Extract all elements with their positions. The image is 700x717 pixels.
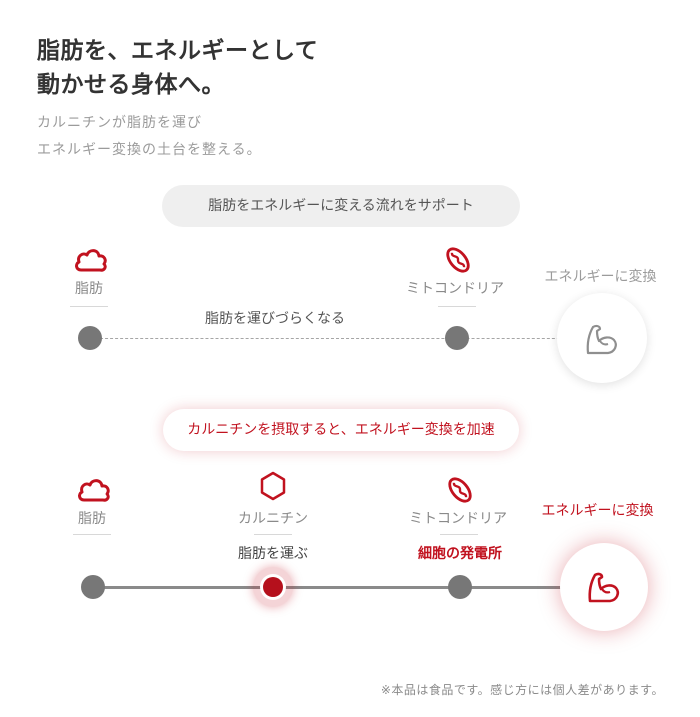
footnote: ※本品は食品です。感じ方には個人差があります。 xyxy=(380,683,664,697)
flexed-arm-icon xyxy=(586,324,617,355)
section2-mito-dot xyxy=(448,575,472,599)
section1-fat-label: 脂肪 xyxy=(75,281,103,297)
mitochondria-bean-icon xyxy=(446,247,470,273)
section1-fat-node xyxy=(73,244,109,280)
cloud-icon xyxy=(78,479,110,502)
section1-badge: 脂肪をエネルギーに変える流れをサポート xyxy=(162,185,520,227)
section2-fat-label: 脂肪 xyxy=(78,511,106,527)
section2-carnitine-node xyxy=(257,470,289,506)
section2-mito-text: 細胞の発電所 xyxy=(418,546,502,562)
section1-energy-circle xyxy=(557,293,647,383)
section2-carnitine-text: 脂肪を運ぶ xyxy=(238,546,308,562)
section2-fat-underline xyxy=(73,534,111,535)
title-line-2: 動かせる身体へ。 xyxy=(37,72,225,98)
section2-fat-dot xyxy=(81,575,105,599)
mitochondria-bean-icon xyxy=(448,477,472,503)
cloud-icon xyxy=(75,249,107,272)
flexed-arm-icon xyxy=(588,572,620,603)
section2-solid-line xyxy=(93,586,593,589)
section2-fat-node xyxy=(76,474,112,510)
section1-fat-underline xyxy=(70,306,108,307)
subtitle-line-2: エネルギー変換の土台を整える。 xyxy=(37,142,262,158)
page-title: 脂肪を、エネルギーとして 動かせる身体へ。 xyxy=(37,34,318,102)
section2-mito-underline xyxy=(440,534,478,535)
page-subtitle: カルニチンが脂肪を運び エネルギー変換の土台を整える。 xyxy=(37,110,262,164)
section1-fat-dot xyxy=(78,326,102,350)
section1-mito-dot xyxy=(445,326,469,350)
section2-carnitine-dot xyxy=(263,577,283,597)
title-line-1: 脂肪を、エネルギーとして xyxy=(37,38,319,64)
section2-badge: カルニチンを摂取すると、エネルギー変換を加速 xyxy=(163,409,519,451)
hexagon-icon xyxy=(260,471,286,501)
section1-dashed-line xyxy=(90,338,590,339)
section1-mito-underline xyxy=(438,306,476,307)
section1-mito-label: ミトコンドリア xyxy=(406,281,504,297)
section2-energy-label: エネルギーに変換 xyxy=(541,503,654,519)
subtitle-line-1: カルニチンが脂肪を運び xyxy=(37,115,202,131)
section2-carnitine-underline xyxy=(254,534,292,535)
section1-energy-label: エネルギーに変換 xyxy=(544,269,657,285)
section2-carnitine-label: カルニチン xyxy=(238,511,308,527)
section1-mito-node xyxy=(440,244,476,280)
section2-mito-node xyxy=(442,474,478,510)
section1-line-text: 脂肪を運びづらくなる xyxy=(205,311,345,327)
section2-mito-label: ミトコンドリア xyxy=(409,511,507,527)
section2-energy-circle xyxy=(560,543,648,631)
